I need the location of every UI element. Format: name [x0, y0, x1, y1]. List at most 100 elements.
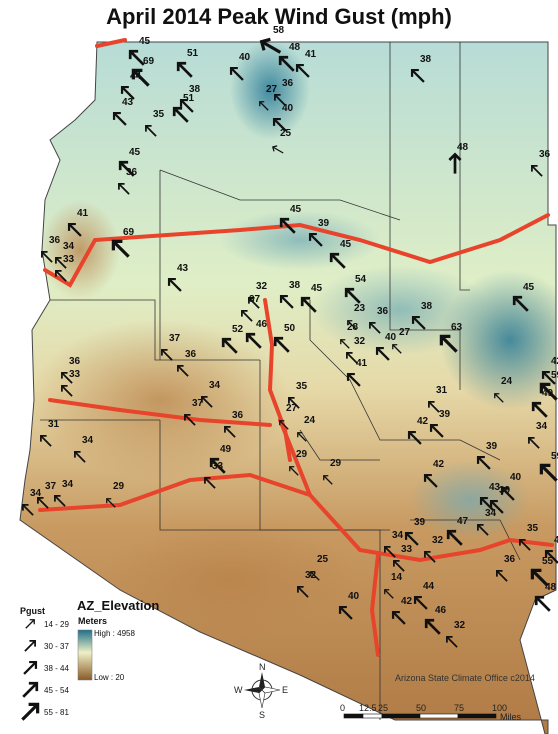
- wind-arrow: [118, 160, 135, 177]
- wind-arrow: [477, 524, 489, 536]
- gust-value-label: 25: [317, 554, 329, 565]
- legend-elevation-high: High : 4958: [94, 629, 135, 638]
- gust-value-label: 36: [185, 349, 197, 360]
- gust-value-label: 41: [356, 358, 368, 369]
- wind-arrow: [531, 165, 543, 177]
- wind-arrow: [41, 251, 53, 263]
- compass-w: W: [234, 685, 243, 695]
- station-gust: 35: [288, 381, 308, 409]
- station-gust: 40: [229, 52, 251, 81]
- wind-arrow: [489, 499, 504, 514]
- wind-arrow: [22, 504, 34, 516]
- gust-value-label: 49: [542, 388, 554, 399]
- station-gust: 48: [278, 42, 301, 72]
- station-gust: 34: [477, 508, 497, 536]
- station-gust: 39: [429, 409, 451, 438]
- gust-value-label: 37: [169, 333, 181, 344]
- wind-arrow: [209, 457, 226, 474]
- gust-value-label: 45: [139, 36, 151, 47]
- station-gust: 36: [531, 149, 551, 177]
- legend-arrow-icon: [25, 619, 35, 629]
- station-gust: 52: [221, 324, 244, 354]
- wind-arrow: [410, 68, 425, 83]
- highways: [38, 38, 554, 657]
- gust-value-label: 39: [439, 409, 451, 420]
- wind-arrow: [289, 466, 299, 476]
- wind-arrow: [346, 372, 361, 387]
- station-gust: 24: [297, 415, 316, 442]
- gust-value-label: 50: [284, 323, 296, 334]
- wind-arrow: [74, 451, 86, 463]
- gust-value-label: 48: [289, 42, 301, 53]
- wind-arrow: [274, 94, 286, 106]
- station-gust: 23: [347, 303, 366, 330]
- gust-value-label: 36: [504, 554, 516, 565]
- gust-value-label: 43: [177, 263, 189, 274]
- wind-arrow: [329, 252, 346, 269]
- station-gust: 44: [120, 71, 142, 100]
- station-gust: 35: [519, 523, 539, 551]
- elevation-colorbar: [77, 629, 93, 681]
- station-gust: 63: [439, 322, 463, 353]
- wind-arrow: [391, 610, 406, 625]
- gust-value-label: 44: [423, 581, 435, 592]
- wind-arrow: [424, 618, 441, 635]
- gust-value-label: 39: [486, 441, 498, 452]
- station-gust: 48: [448, 142, 469, 174]
- wind-arrow: [179, 98, 194, 113]
- station-gust: 28: [340, 322, 359, 349]
- wind-arrow: [229, 66, 244, 81]
- gust-value-label: 35: [296, 381, 308, 392]
- gust-value-label: 36: [49, 235, 61, 246]
- station-gust: 42: [407, 416, 429, 445]
- wind-arrow: [295, 63, 310, 78]
- wind-arrow: [539, 382, 558, 401]
- gust-value-label: 25: [280, 128, 292, 139]
- gust-value-label: 49: [220, 444, 232, 455]
- station-gust: 33: [61, 369, 81, 397]
- station-gust: 32: [424, 535, 444, 563]
- gust-value-label: 46: [435, 605, 447, 616]
- station-gust: 29: [106, 481, 125, 508]
- station-gust: 32: [346, 336, 366, 364]
- station-gust: 49: [531, 388, 554, 418]
- gust-value-label: 29: [113, 481, 125, 492]
- gust-value-label: 42: [554, 535, 558, 546]
- wind-arrow: [172, 106, 189, 123]
- legend-arrow-icon: [24, 640, 36, 652]
- gust-value-label: 43: [489, 482, 501, 493]
- wind-arrow: [530, 568, 549, 587]
- gust-value-label: 39: [499, 485, 511, 496]
- legend-arrow-icon: [22, 681, 39, 698]
- gust-value-label: 35: [153, 109, 165, 120]
- station-gust: 27: [259, 84, 278, 111]
- gust-value-label: 45: [311, 283, 323, 294]
- wind-arrow: [259, 37, 282, 54]
- station-gust: 38: [279, 280, 301, 309]
- wind-arrow: [496, 570, 508, 582]
- gust-value-label: 34: [62, 479, 74, 490]
- gust-value-label: 14: [391, 572, 403, 583]
- wind-arrow: [338, 605, 353, 620]
- legend-elevation-units: Meters: [78, 616, 107, 626]
- gust-value-label: 48: [457, 142, 469, 153]
- gust-value-label: 36: [69, 356, 81, 367]
- station-gust: 42: [544, 535, 558, 564]
- gust-value-label: 34: [536, 421, 548, 432]
- gust-value-label: 59: [551, 451, 558, 462]
- wind-arrow: [479, 496, 494, 511]
- station-gust: 42: [423, 459, 445, 488]
- gust-value-label: 32: [354, 336, 366, 347]
- gust-value-label: 36: [539, 149, 551, 160]
- gust-value-label: 38: [420, 54, 432, 65]
- station-gust: 37: [161, 333, 181, 361]
- gust-value-label: 34: [209, 380, 221, 391]
- gust-value-label: 69: [143, 56, 155, 67]
- gust-value-label: 40: [282, 103, 294, 114]
- legend-gust-title: Pgust: [20, 606, 45, 616]
- scale-tick-label: 75: [454, 703, 464, 713]
- gust-value-label: 45: [290, 204, 302, 215]
- gust-value-label: 52: [232, 324, 244, 335]
- wind-arrow: [512, 295, 529, 312]
- wind-arrow: [323, 475, 333, 485]
